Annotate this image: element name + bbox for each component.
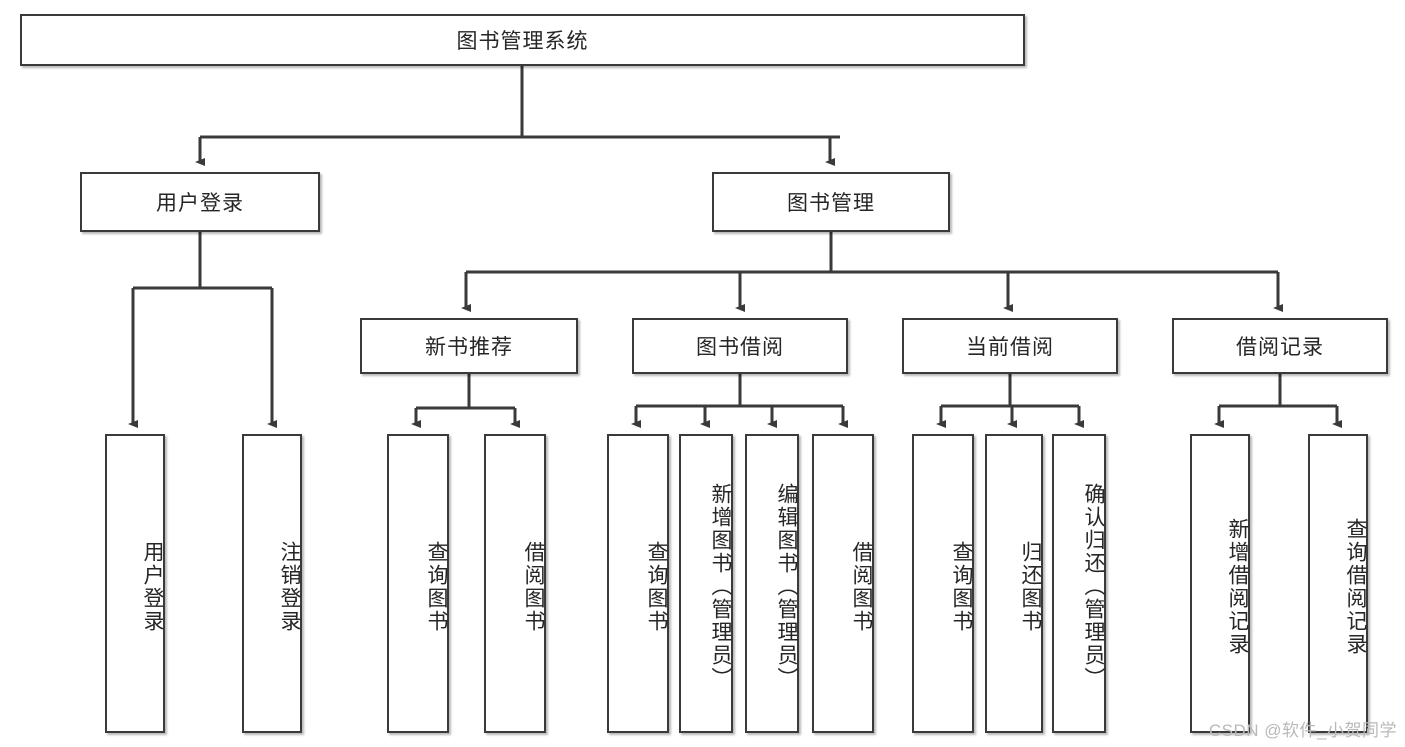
node-leaf-user-logout[interactable]: 注销登录 <box>242 434 302 733</box>
node-leaf-query-book-3[interactable]: 查询图书 <box>912 434 974 733</box>
node-leaf-borrow-book-2-label: 借阅图书 <box>850 540 873 633</box>
node-leaf-query-book-1[interactable]: 查询图书 <box>387 434 449 733</box>
node-leaf-borrow-book-2[interactable]: 借阅图书 <box>812 434 874 733</box>
node-root-system-label: 图书管理系统 <box>456 30 589 53</box>
node-current-borrow[interactable]: 当前借阅 <box>902 318 1118 374</box>
node-leaf-add-book-admin-label: 新增图书（管理员） <box>709 483 732 690</box>
node-book-borrow[interactable]: 图书借阅 <box>632 318 848 374</box>
node-user-login[interactable]: 用户登录 <box>80 172 320 232</box>
node-leaf-query-book-2[interactable]: 查询图书 <box>607 434 669 733</box>
node-leaf-borrow-book-1-label: 借阅图书 <box>522 540 545 633</box>
node-leaf-return-book[interactable]: 归还图书 <box>985 434 1043 733</box>
node-leaf-query-borrow-record-label: 查询借阅记录 <box>1344 517 1367 656</box>
node-leaf-confirm-return-admin[interactable]: 确认归还（管理员） <box>1052 434 1106 733</box>
node-leaf-edit-book-admin-label: 编辑图书（管理员） <box>775 483 798 690</box>
node-leaf-add-book-admin[interactable]: 新增图书（管理员） <box>679 434 733 733</box>
node-leaf-borrow-book-1[interactable]: 借阅图书 <box>484 434 546 733</box>
node-book-manage[interactable]: 图书管理 <box>712 172 950 232</box>
node-leaf-return-book-label: 归还图书 <box>1019 540 1042 633</box>
node-leaf-user-login-label: 用户登录 <box>141 540 164 633</box>
node-new-book-recommend[interactable]: 新书推荐 <box>360 318 578 374</box>
node-leaf-query-book-1-label: 查询图书 <box>425 540 448 633</box>
node-leaf-user-logout-label: 注销登录 <box>278 540 301 633</box>
node-leaf-add-borrow-record-label: 新增借阅记录 <box>1226 517 1249 656</box>
node-current-borrow-label: 当前借阅 <box>966 336 1054 359</box>
node-borrow-record[interactable]: 借阅记录 <box>1172 318 1388 374</box>
node-leaf-user-login[interactable]: 用户登录 <box>105 434 165 733</box>
node-root-system[interactable]: 图书管理系统 <box>20 14 1025 66</box>
node-book-borrow-label: 图书借阅 <box>696 336 784 359</box>
csdn-watermark: CSDN @软件_小贺同学 <box>1208 721 1397 740</box>
node-borrow-record-label: 借阅记录 <box>1236 336 1324 359</box>
node-leaf-add-borrow-record[interactable]: 新增借阅记录 <box>1190 434 1250 733</box>
node-user-login-label: 用户登录 <box>156 192 244 215</box>
node-leaf-confirm-return-admin-label: 确认归还（管理员） <box>1082 483 1105 690</box>
node-book-manage-label: 图书管理 <box>787 192 875 215</box>
node-new-book-recommend-label: 新书推荐 <box>425 336 513 359</box>
node-leaf-query-book-2-label: 查询图书 <box>645 540 668 633</box>
node-leaf-edit-book-admin[interactable]: 编辑图书（管理员） <box>745 434 799 733</box>
node-leaf-query-borrow-record[interactable]: 查询借阅记录 <box>1308 434 1368 733</box>
node-leaf-query-book-3-label: 查询图书 <box>950 540 973 633</box>
